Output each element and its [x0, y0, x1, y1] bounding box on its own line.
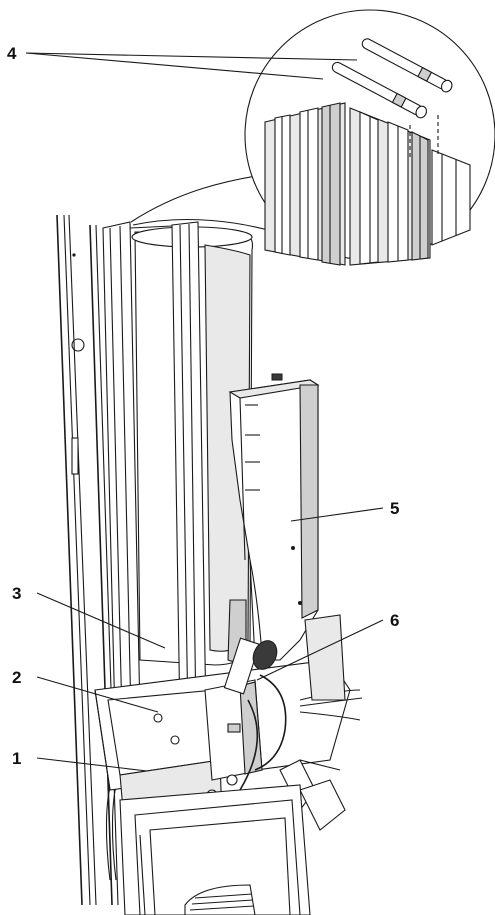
callout-1: 1 — [12, 749, 21, 768]
canister — [102, 221, 254, 723]
detail-magnifier — [130, 9, 495, 266]
vent-grille — [184, 884, 256, 915]
leader-lines — [25, 52, 384, 772]
hinge-pins — [331, 38, 453, 119]
callout-5: 5 — [390, 499, 399, 518]
delivery-door — [119, 784, 311, 915]
callout-3: 3 — [12, 584, 21, 603]
callout-4: 4 — [7, 44, 17, 63]
dispense-unit — [94, 614, 363, 833]
callout-6: 6 — [390, 611, 399, 630]
door-frame — [56, 214, 119, 906]
callout-2: 2 — [12, 668, 21, 687]
frame-profile-detail — [264, 102, 471, 266]
ingredient-hopper — [228, 373, 320, 661]
